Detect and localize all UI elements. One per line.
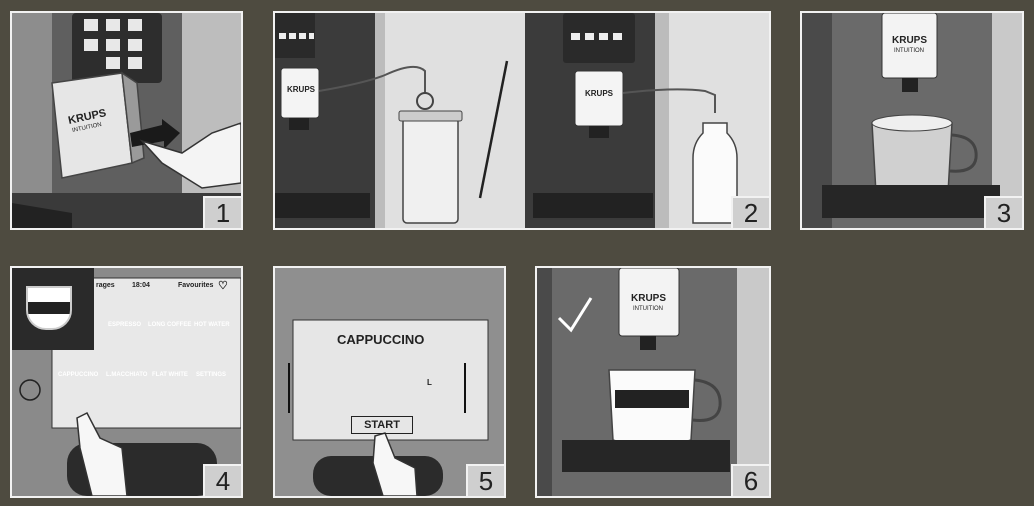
brand-logo-left: KRUPS [287,85,316,94]
tile-cappuccino[interactable]: CAPPUCCINO [58,372,99,378]
favourites-heart-icon: ♡ [218,280,228,292]
step-number: 2 [731,196,769,228]
brand-logo: KRUPS [892,35,928,46]
step-1-illustration [12,13,241,228]
screen-time: 18:04 [132,282,150,289]
brand-sub: INTUITION [894,48,924,54]
screen-favourites: Favourites [178,282,214,289]
start-button[interactable]: START [351,416,413,434]
size-label: L [427,378,432,387]
step-6-illustration [537,268,769,496]
step-5-panel: CAPPUCCINO L START 5 [273,266,506,498]
tile-long-coffee[interactable]: LONG COFFEE [148,322,192,328]
step-6-panel: KRUPS INTUITION 6 [535,266,771,498]
step-1-panel: KRUPS INTUITION 1 [10,11,243,230]
screen-header-left: rages [96,282,115,289]
tile-flat-white[interactable]: FLAT WHITE [152,372,188,378]
step-number: 4 [203,464,241,496]
step-5-illustration [275,268,504,496]
step-number: 3 [984,196,1022,228]
drink-title: CAPPUCCINO [337,332,425,347]
brand-sub: INTUITION [633,306,663,312]
tile-l-macchiato[interactable]: L.MACCHIATO [106,372,148,378]
step-3-panel: KRUPS INTUITION 3 [800,11,1024,230]
cup-icon [26,286,72,330]
step-number: 5 [466,464,504,496]
step-2-panel: KRUPS KRUPS 2 [273,11,771,230]
step-4-panel: rages 18:04 Favourites ♡ ESPRESSO LONG C… [10,266,243,498]
step-2-illustration [275,13,769,228]
step-number: 6 [731,464,769,496]
brand-logo-right: KRUPS [585,89,614,98]
tile-hot-water[interactable]: HOT WATER [194,322,230,328]
tile-espresso[interactable]: ESPRESSO [108,322,142,328]
step-3-illustration [802,13,1022,228]
brand-logo: KRUPS [631,293,667,304]
tile-settings[interactable]: SETTINGS [196,372,227,378]
step-number: 1 [203,196,241,228]
